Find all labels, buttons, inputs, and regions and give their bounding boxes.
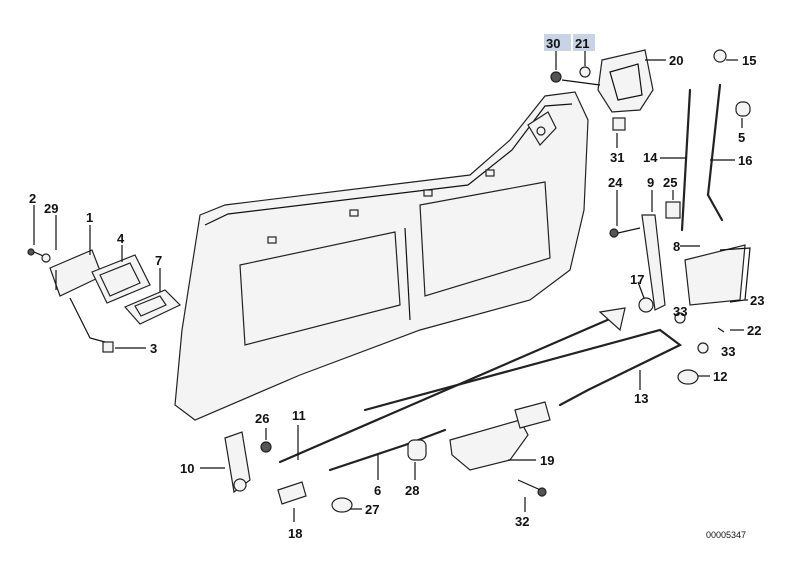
highlight-21 [573,34,595,51]
panel-window-right [419,181,551,297]
label-part-28: 28 [405,483,419,498]
label-part-31: 31 [610,150,624,165]
label-part-1: 1 [86,210,93,225]
label-part-2: 2 [29,191,36,206]
label-part-21: 21 [575,36,589,51]
door-panel [174,91,589,421]
latch-bracket [550,49,654,131]
label-part-32: 32 [515,514,529,529]
label-part-33-upper: 33 [673,304,687,319]
label-part-33-lower: 33 [721,344,735,359]
label-part-4: 4 [117,231,125,246]
right-mechanism [609,49,751,385]
label-part-10: 10 [180,461,194,476]
label-part-11: 11 [292,408,306,423]
label-part-16: 16 [738,153,752,168]
label-part-24: 24 [608,175,623,190]
callout-labels: 1 2 29 3 4 7 30 21 20 15 5 31 14 16 24 9… [29,36,764,541]
label-part-12: 12 [713,369,727,384]
label-part-13: 13 [634,391,648,406]
label-part-7: 7 [155,253,162,268]
leader-lines [33,50,748,522]
label-part-6: 6 [374,483,381,498]
label-part-17: 17 [630,272,644,287]
diagram-reference-number: 00005347 [706,530,746,540]
label-part-22: 22 [747,323,761,338]
switch-housing-assembly [27,248,182,353]
label-part-5: 5 [738,130,745,145]
connecting-rods [278,307,683,472]
label-part-20: 20 [669,53,683,68]
label-part-19: 19 [540,453,554,468]
label-part-8: 8 [673,239,680,254]
label-part-14: 14 [643,150,658,165]
label-part-30: 30 [546,36,560,51]
label-part-15: 15 [742,53,756,68]
label-part-18: 18 [288,526,302,541]
label-part-29: 29 [44,201,58,216]
label-part-23: 23 [750,293,764,308]
label-part-9: 9 [647,175,654,190]
panel-window-left [239,231,401,346]
highlight-30 [544,34,571,51]
label-part-25: 25 [663,175,677,190]
label-part-27: 27 [365,502,379,517]
lower-parts [224,401,551,513]
label-part-3: 3 [150,341,157,356]
label-part-26: 26 [255,411,269,426]
